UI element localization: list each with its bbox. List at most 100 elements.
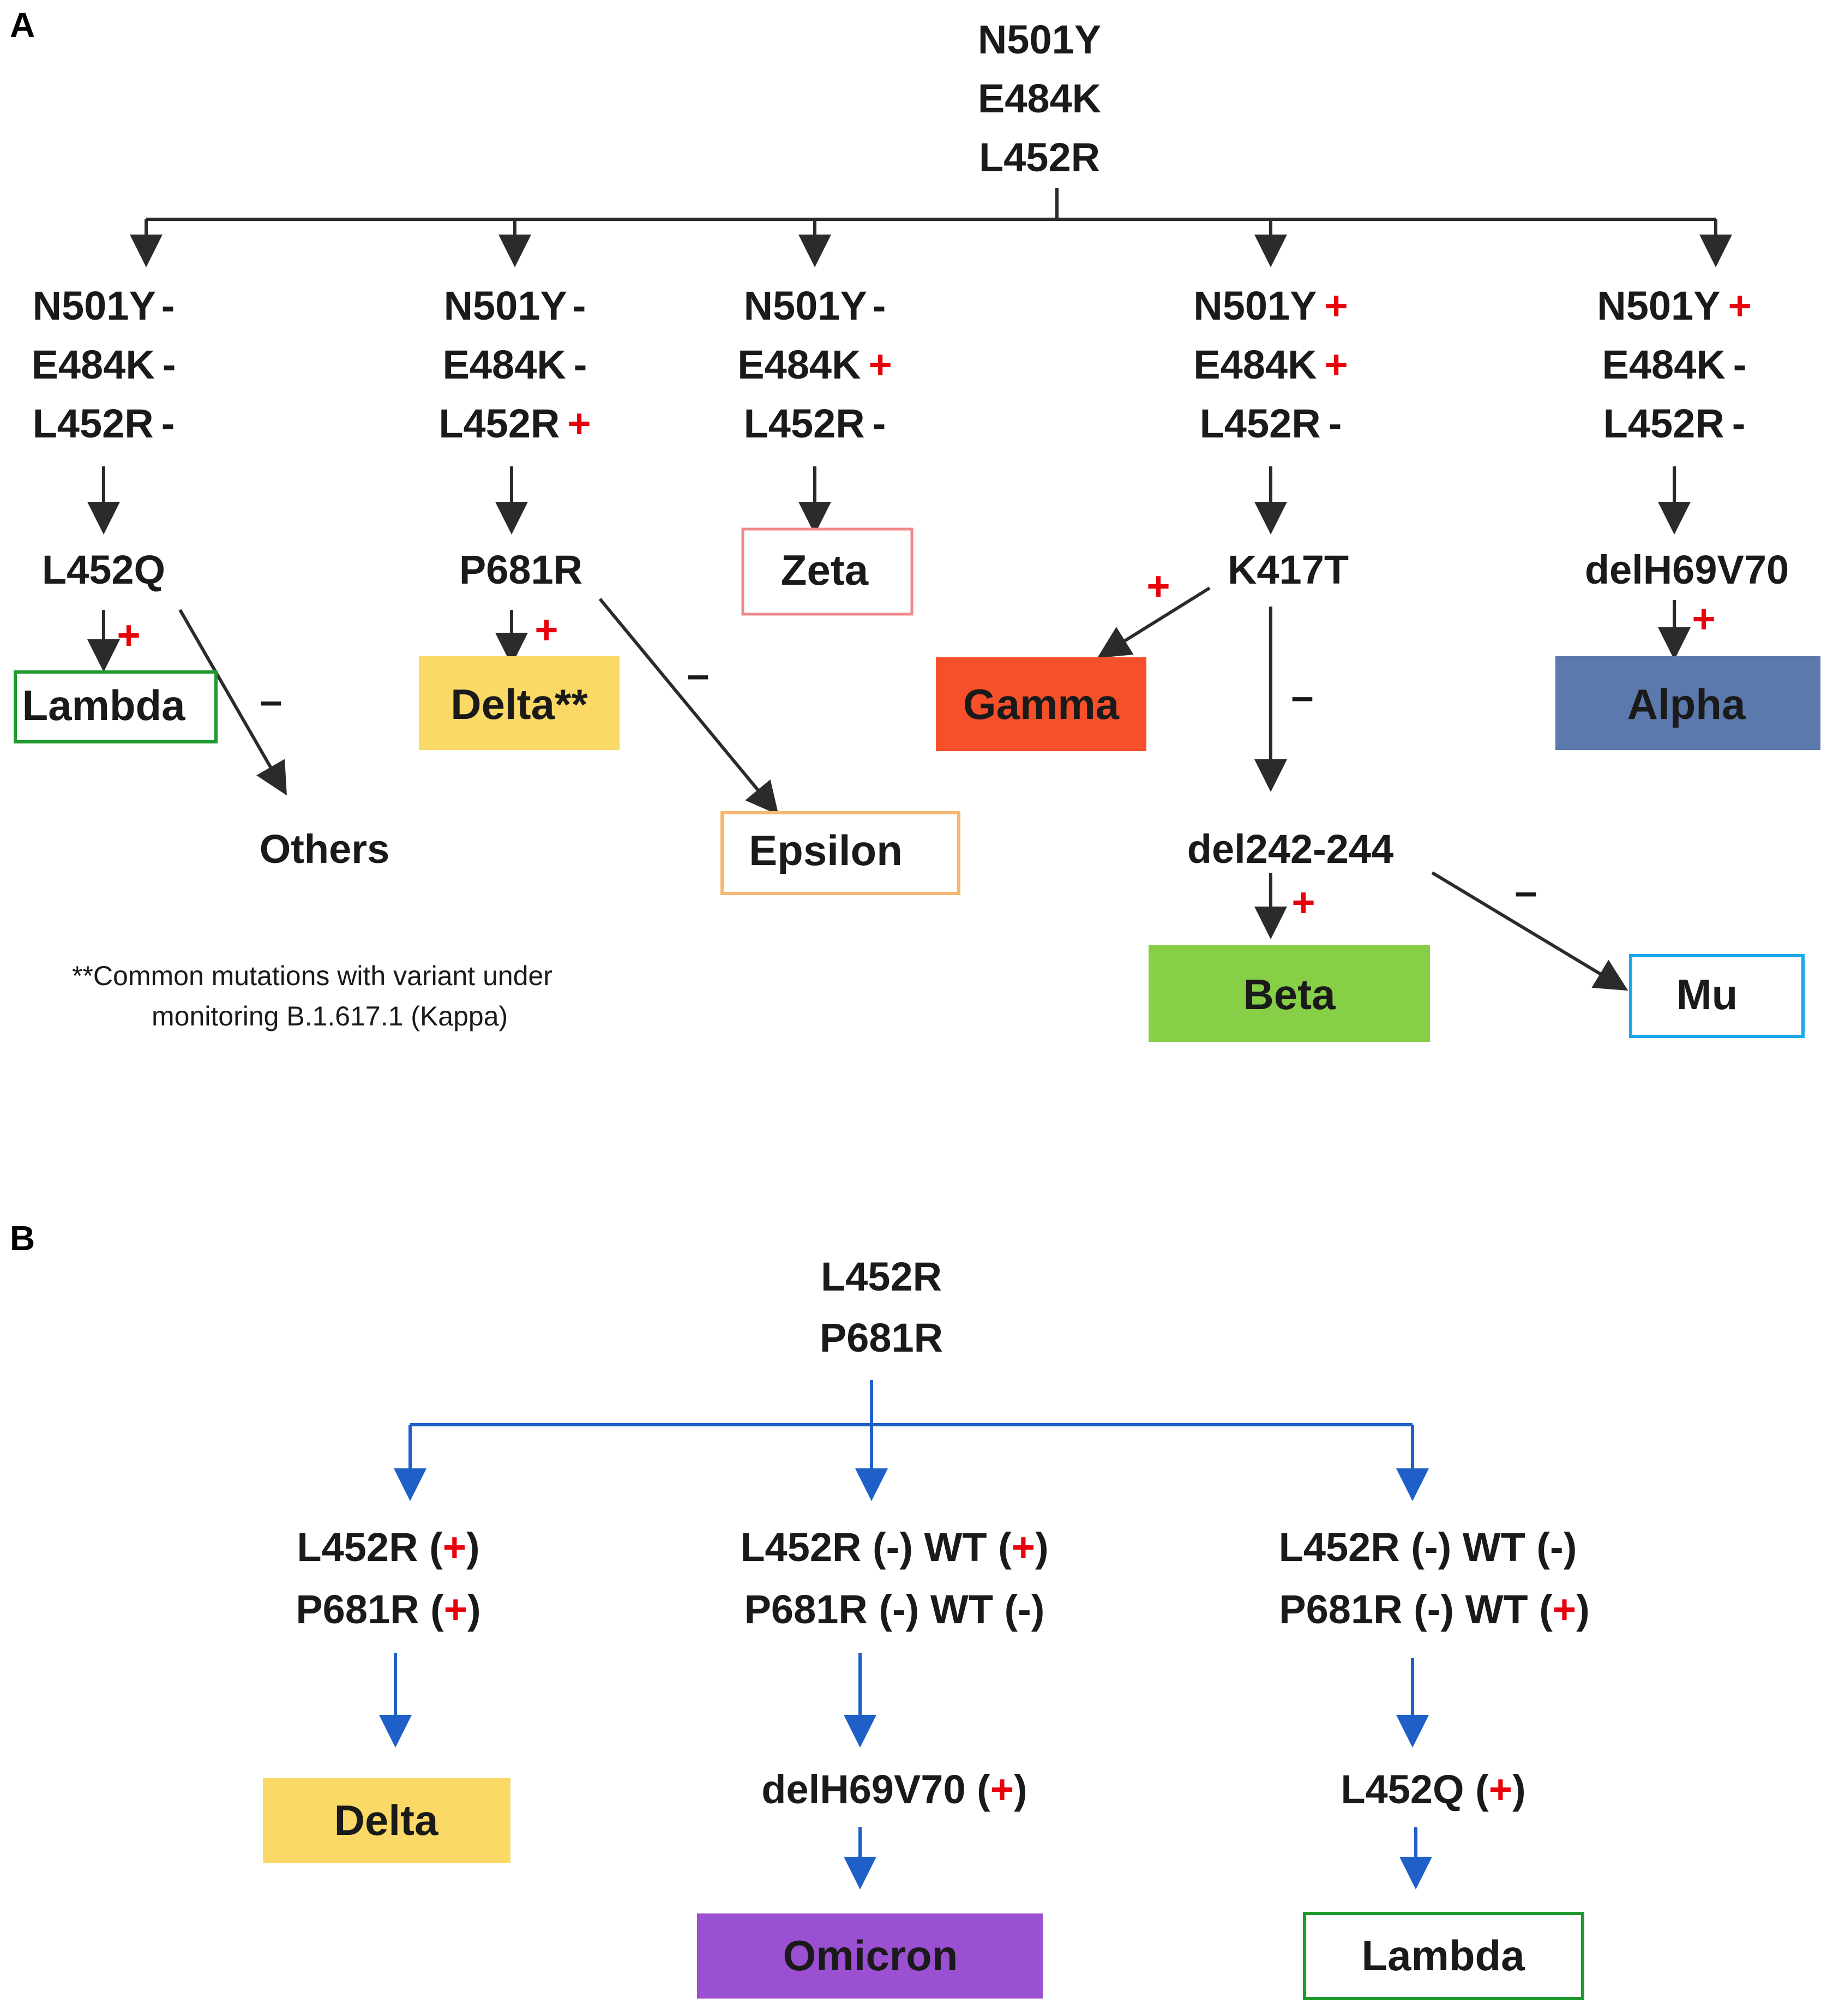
- plus-sign: +: [567, 401, 591, 446]
- right-line-1: L452R (-) WT (-): [1279, 1525, 1577, 1570]
- plus-sign: +: [1291, 880, 1315, 925]
- branch-5-mutation-1: N501Y+: [1597, 283, 1751, 328]
- minus-sign: –: [687, 652, 709, 697]
- variant-box-alpha: [1555, 656, 1820, 750]
- plus-sign: +: [534, 607, 558, 652]
- middle-line-1-end: ): [1035, 1525, 1049, 1570]
- panel-a-root: N501Y E484K L452R: [978, 17, 1101, 180]
- plus-sign: +: [444, 1587, 467, 1632]
- variant-label-lambda: Lambda: [22, 681, 185, 729]
- middle-mid-text: delH69V70 (: [761, 1767, 990, 1812]
- plus-sign: +: [117, 613, 140, 658]
- root-mutation-1: N501Y: [978, 17, 1101, 62]
- minus-sign: -: [873, 401, 886, 446]
- minus-sign: –: [1515, 869, 1537, 914]
- plus-sign: +: [1325, 283, 1348, 328]
- mutation-name: N501Y: [1597, 283, 1720, 328]
- mutation-del242-244: del242-244: [1187, 826, 1394, 872]
- plus-sign: +: [1146, 563, 1170, 609]
- right-mid-end: ): [1512, 1767, 1526, 1812]
- mutation-delh69v70: delH69V70: [1585, 547, 1789, 592]
- panel-a-branches: N501Y-E484K-L452R-N501Y-E484K-L452R+N501…: [32, 283, 1752, 446]
- mutation-name: N501Y: [744, 283, 867, 328]
- variant-box-lambda: [14, 670, 218, 743]
- plus-sign: +: [1728, 283, 1752, 328]
- variant-box-delta: [263, 1778, 510, 1863]
- minus-sign: -: [873, 283, 886, 328]
- alpha-branch: + Alpha: [1555, 596, 1820, 750]
- zeta-branch: Zeta: [741, 527, 914, 616]
- middle-mid-mutation: delH69V70 (+): [761, 1767, 1027, 1812]
- mutation-name: E484K: [443, 342, 566, 387]
- right-line-2-end: ): [1576, 1587, 1590, 1632]
- variant-box-zeta: [741, 527, 914, 616]
- mutation-name: E484K: [1602, 342, 1726, 387]
- root-mutation-1: L452R: [821, 1254, 942, 1299]
- plus-sign: +: [869, 342, 892, 387]
- variant-box-gamma: [936, 657, 1146, 751]
- branch-5-mutation-2: E484K-: [1602, 342, 1747, 387]
- variant-label-omicron: Omicron: [783, 1931, 958, 1979]
- panel-a-top-bracket: [130, 188, 1732, 267]
- branch-2-mutation-2: E484K-: [443, 342, 587, 387]
- variant-box-beta: [1149, 945, 1430, 1042]
- panel-b-middle-branch: L452R (-) WT ( +) P681R (-) WT (-) delH69…: [697, 1525, 1049, 1999]
- branch-1-mutation-2: E484K-: [32, 342, 176, 387]
- minus-sign: -: [161, 283, 175, 328]
- panel-b-label: B: [10, 1219, 35, 1258]
- right-mid-mutation: L452Q (+): [1341, 1767, 1525, 1812]
- middle-line-1-text: L452R (-) WT (: [740, 1525, 1012, 1570]
- minus-sign: -: [574, 342, 587, 387]
- minus-sign: –: [1291, 674, 1313, 719]
- root-mutation-2: P681R: [820, 1315, 943, 1360]
- mutation-name: N501Y: [33, 283, 156, 328]
- mutation-name: L452R: [438, 401, 560, 446]
- lambda-branch: + – Lambda Others: [14, 609, 389, 872]
- k417t-branch: + Gamma – del242-244 + Beta – Mu: [936, 563, 1805, 1042]
- right-line-2-text: P681R (-) WT (: [1279, 1587, 1553, 1632]
- variant-label-mu: Mu: [1676, 970, 1738, 1018]
- mutation-p681r: P681R: [459, 547, 582, 592]
- plus-sign: +: [443, 1525, 466, 1570]
- variant-label-gamma: Gamma: [963, 680, 1120, 728]
- branch-5-mutation-3: L452R-: [1603, 401, 1746, 446]
- right-line-2: P681R (-) WT (+): [1279, 1587, 1589, 1632]
- branch-4-mutation-1: N501Y+: [1193, 283, 1348, 328]
- mutation-name: E484K: [1193, 342, 1317, 387]
- plus-sign: +: [990, 1767, 1014, 1812]
- minus-sign: -: [161, 401, 175, 446]
- panel-b-left-branch: L452R (+) P681R (+) Delta: [263, 1525, 510, 1863]
- minus-sign: -: [1732, 401, 1746, 446]
- root-mutation-2: E484K: [978, 76, 1101, 121]
- mutation-name: L452R: [33, 401, 154, 446]
- variant-label-delta: Delta: [334, 1796, 438, 1844]
- left-line-1: L452R (+): [297, 1525, 479, 1570]
- branch-2-mutation-3: L452R+: [438, 401, 591, 446]
- middle-line-2: P681R (-) WT (-): [744, 1587, 1045, 1632]
- plus-sign: +: [1692, 596, 1715, 641]
- delta-branch: + Delta** – Epsilon: [419, 598, 960, 895]
- mutation-name: L452R: [744, 401, 865, 446]
- mutation-name: E484K: [32, 342, 155, 387]
- mutation-l452q: L452Q: [42, 547, 165, 592]
- branch-3-mutation-1: N501Y-: [744, 283, 886, 328]
- minus-sign: -: [1733, 342, 1747, 387]
- variant-label-zeta: Zeta: [781, 546, 869, 594]
- mutation-name: N501Y: [444, 283, 567, 328]
- panel-b-top-bracket: [394, 1380, 1429, 1501]
- branch-2-mutation-1: N501Y-: [444, 283, 586, 328]
- left-line-1-text: L452R (: [297, 1525, 443, 1570]
- variant-box-epsilon: [720, 811, 960, 895]
- minus-sign: -: [573, 283, 586, 328]
- footnote-line-2: monitoring B.1.617.1 (Kappa): [152, 1001, 508, 1031]
- mutation-name: E484K: [737, 342, 861, 387]
- branch-4-mutation-3: L452R-: [1200, 401, 1342, 446]
- panel-b-right-branch: L452R (-) WT (-) P681R (-) WT (+) L452Q …: [1279, 1525, 1590, 2000]
- plus-sign: +: [1489, 1767, 1512, 1812]
- right-mid-text: L452Q (: [1341, 1767, 1489, 1812]
- mutation-name: N501Y: [1193, 283, 1317, 328]
- root-mutation-3: L452R: [979, 135, 1100, 180]
- plus-sign: +: [1553, 1587, 1576, 1632]
